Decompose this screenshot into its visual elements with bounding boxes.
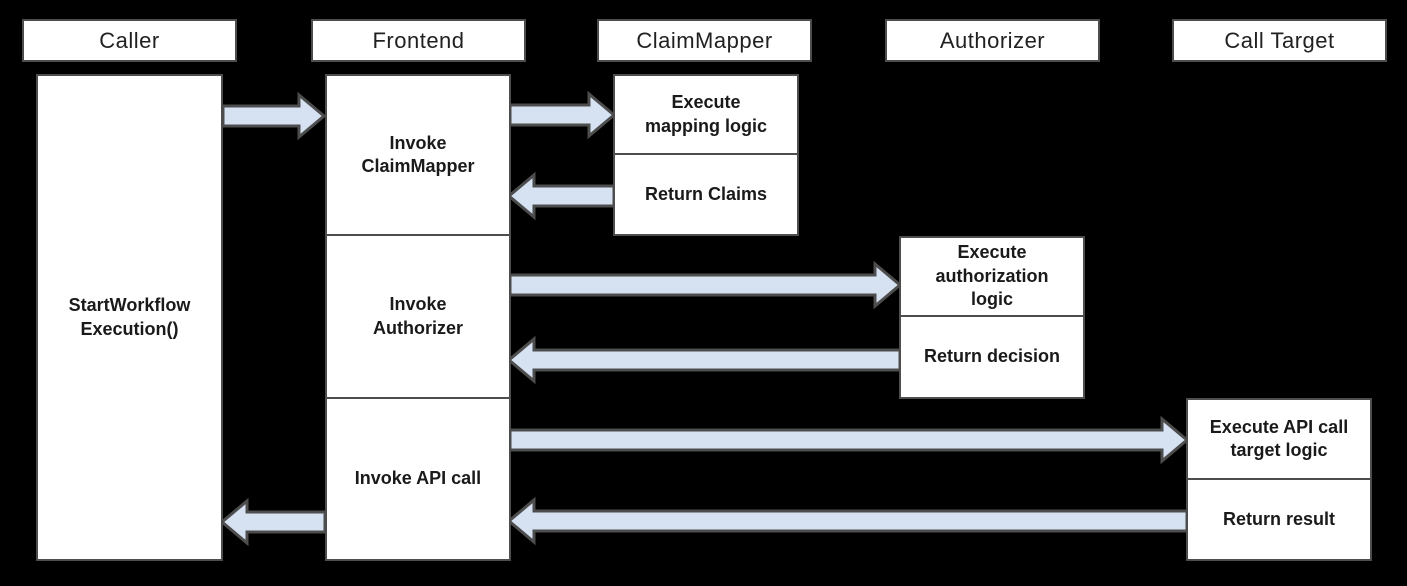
arrow-claimmapper-to-frontend <box>506 171 616 221</box>
activity-return-decision: Return decision <box>899 315 1085 399</box>
activity-execute-authorization-logic: Execute authorization logic <box>899 236 1085 317</box>
activity-start-workflow-execution: StartWorkflow Execution() <box>36 74 223 561</box>
arrow-frontend-to-authorizer <box>508 260 903 310</box>
arrow-frontend-to-calltarget <box>508 415 1190 465</box>
activity-return-claims: Return Claims <box>613 153 799 236</box>
arrow-caller-to-frontend <box>221 91 327 141</box>
arrow-authorizer-to-frontend <box>506 335 902 385</box>
activity-invoke-api-call: Invoke API call <box>325 397 511 561</box>
lane-header-authorizer: Authorizer <box>885 19 1100 62</box>
activity-invoke-claimmapper: Invoke ClaimMapper <box>325 74 511 236</box>
activity-invoke-authorizer: Invoke Authorizer <box>325 234 511 399</box>
arrow-frontend-to-claimmapper <box>508 90 617 140</box>
lane-header-claimmapper: ClaimMapper <box>597 19 812 62</box>
lane-header-frontend: Frontend <box>311 19 526 62</box>
activity-return-result: Return result <box>1186 478 1372 561</box>
activity-execute-mapping-logic: Execute mapping logic <box>613 74 799 155</box>
arrow-calltarget-to-frontend <box>506 496 1189 546</box>
arrow-frontend-to-caller <box>219 497 327 547</box>
lane-header-caller: Caller <box>22 19 237 62</box>
lane-header-call-target: Call Target <box>1172 19 1387 62</box>
activity-execute-api-call-target-logic: Execute API call target logic <box>1186 398 1372 480</box>
